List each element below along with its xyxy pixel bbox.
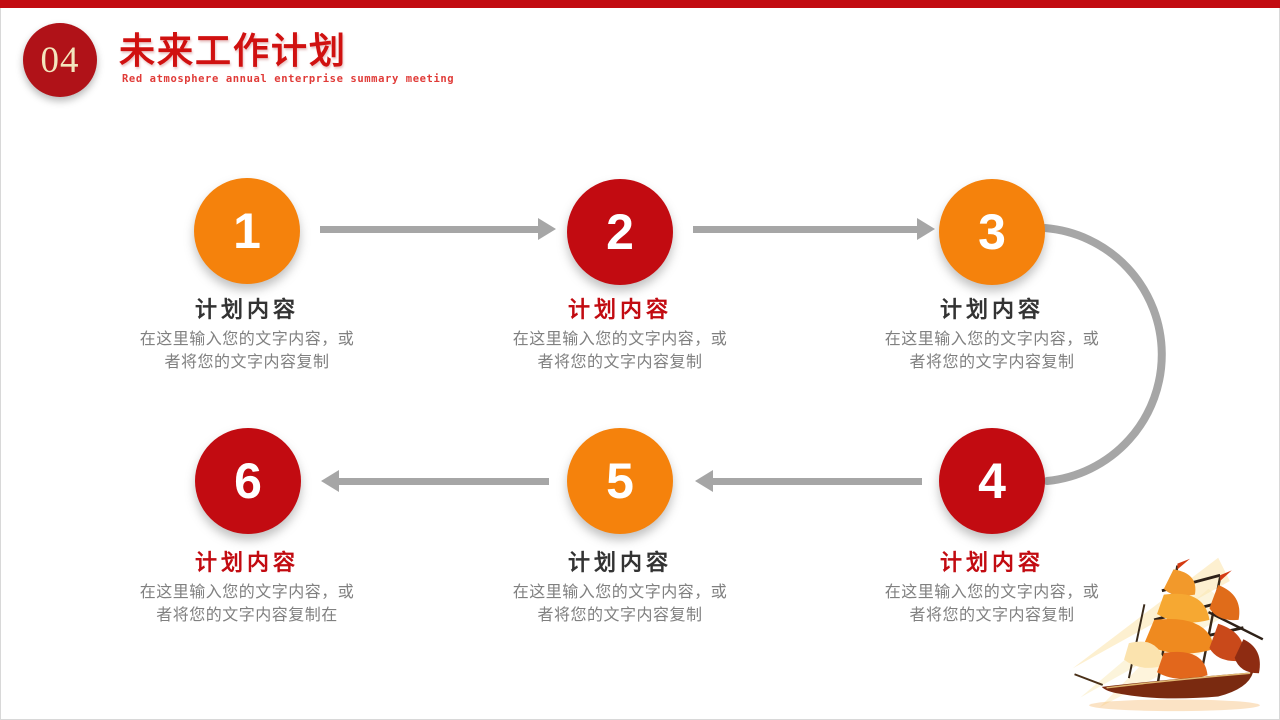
step-text-1: 计划内容 在这里输入您的文字内容，或 者将您的文字内容复制: [82, 296, 412, 374]
arrow-shaft: [713, 477, 922, 485]
step-number-5: 5: [606, 453, 634, 509]
step-number-1: 1: [233, 203, 261, 259]
step-body-line: 者将您的文字内容复制: [909, 607, 1075, 624]
connector-arc-3-4: [1041, 224, 1166, 485]
step-text-2: 计划内容 在这里输入您的文字内容，或 者将您的文字内容复制: [455, 296, 785, 374]
arrow-head-left-icon: [321, 470, 339, 492]
step-body-line: 在这里输入您的文字内容，或: [512, 584, 728, 601]
step-text-3: 计划内容 在这里输入您的文字内容，或 者将您的文字内容复制: [827, 296, 1157, 374]
step-circle-2: 2: [567, 179, 673, 285]
step-heading: 计划内容: [194, 550, 299, 575]
arrow-2-3: [693, 218, 935, 240]
arrow-head-right-icon: [917, 218, 935, 240]
arrow-shaft: [320, 225, 538, 233]
section-number-badge: 04: [23, 23, 97, 97]
step-number-4: 4: [978, 453, 1006, 509]
step-circle-1: 1: [194, 178, 300, 284]
arrow-shaft: [693, 225, 917, 233]
arrow-4-5: [695, 470, 922, 492]
section-number: 04: [40, 39, 80, 81]
step-text-5: 计划内容 在这里输入您的文字内容，或 者将您的文字内容复制: [455, 549, 785, 627]
step-heading: 计划内容: [567, 297, 672, 322]
step-body-line: 者将您的文字内容复制在: [156, 607, 338, 624]
page-subtitle: Red atmosphere annual enterprise summary…: [122, 73, 455, 85]
step-circle-5: 5: [567, 428, 673, 534]
step-number-2: 2: [606, 204, 634, 260]
step-body-line: 在这里输入您的文字内容，或: [139, 331, 355, 348]
page-title: 未来工作计划: [119, 30, 348, 71]
step-heading: 计划内容: [194, 297, 299, 322]
step-body-line: 者将您的文字内容复制: [537, 354, 703, 371]
top-accent-bar: [0, 0, 1280, 8]
step-circle-3: 3: [939, 179, 1045, 285]
arrow-head-right-icon: [538, 218, 556, 240]
step-text-6: 计划内容 在这里输入您的文字内容，或 者将您的文字内容复制在: [82, 549, 412, 627]
step-body-line: 在这里输入您的文字内容，或: [884, 584, 1100, 601]
step-heading: 计划内容: [939, 550, 1044, 575]
step-body-line: 者将您的文字内容复制: [164, 354, 330, 371]
step-body-line: 在这里输入您的文字内容，或: [512, 331, 728, 348]
step-circle-6: 6: [195, 428, 301, 534]
arrow-shaft: [339, 477, 549, 485]
step-body-line: 在这里输入您的文字内容，或: [139, 584, 355, 601]
arrow-head-left-icon: [695, 470, 713, 492]
step-body-line: 在这里输入您的文字内容，或: [884, 331, 1100, 348]
arrow-1-2: [320, 218, 556, 240]
sailing-ship-image: [1072, 557, 1264, 712]
step-body-line: 者将您的文字内容复制: [909, 354, 1075, 371]
step-heading: 计划内容: [567, 550, 672, 575]
step-circle-4: 4: [939, 428, 1045, 534]
step-heading: 计划内容: [939, 297, 1044, 322]
step-text-4: 计划内容 在这里输入您的文字内容，或 者将您的文字内容复制: [827, 549, 1157, 627]
arrow-5-6: [321, 470, 549, 492]
step-number-3: 3: [978, 204, 1006, 260]
step-body-line: 者将您的文字内容复制: [537, 607, 703, 624]
step-number-6: 6: [234, 453, 262, 509]
